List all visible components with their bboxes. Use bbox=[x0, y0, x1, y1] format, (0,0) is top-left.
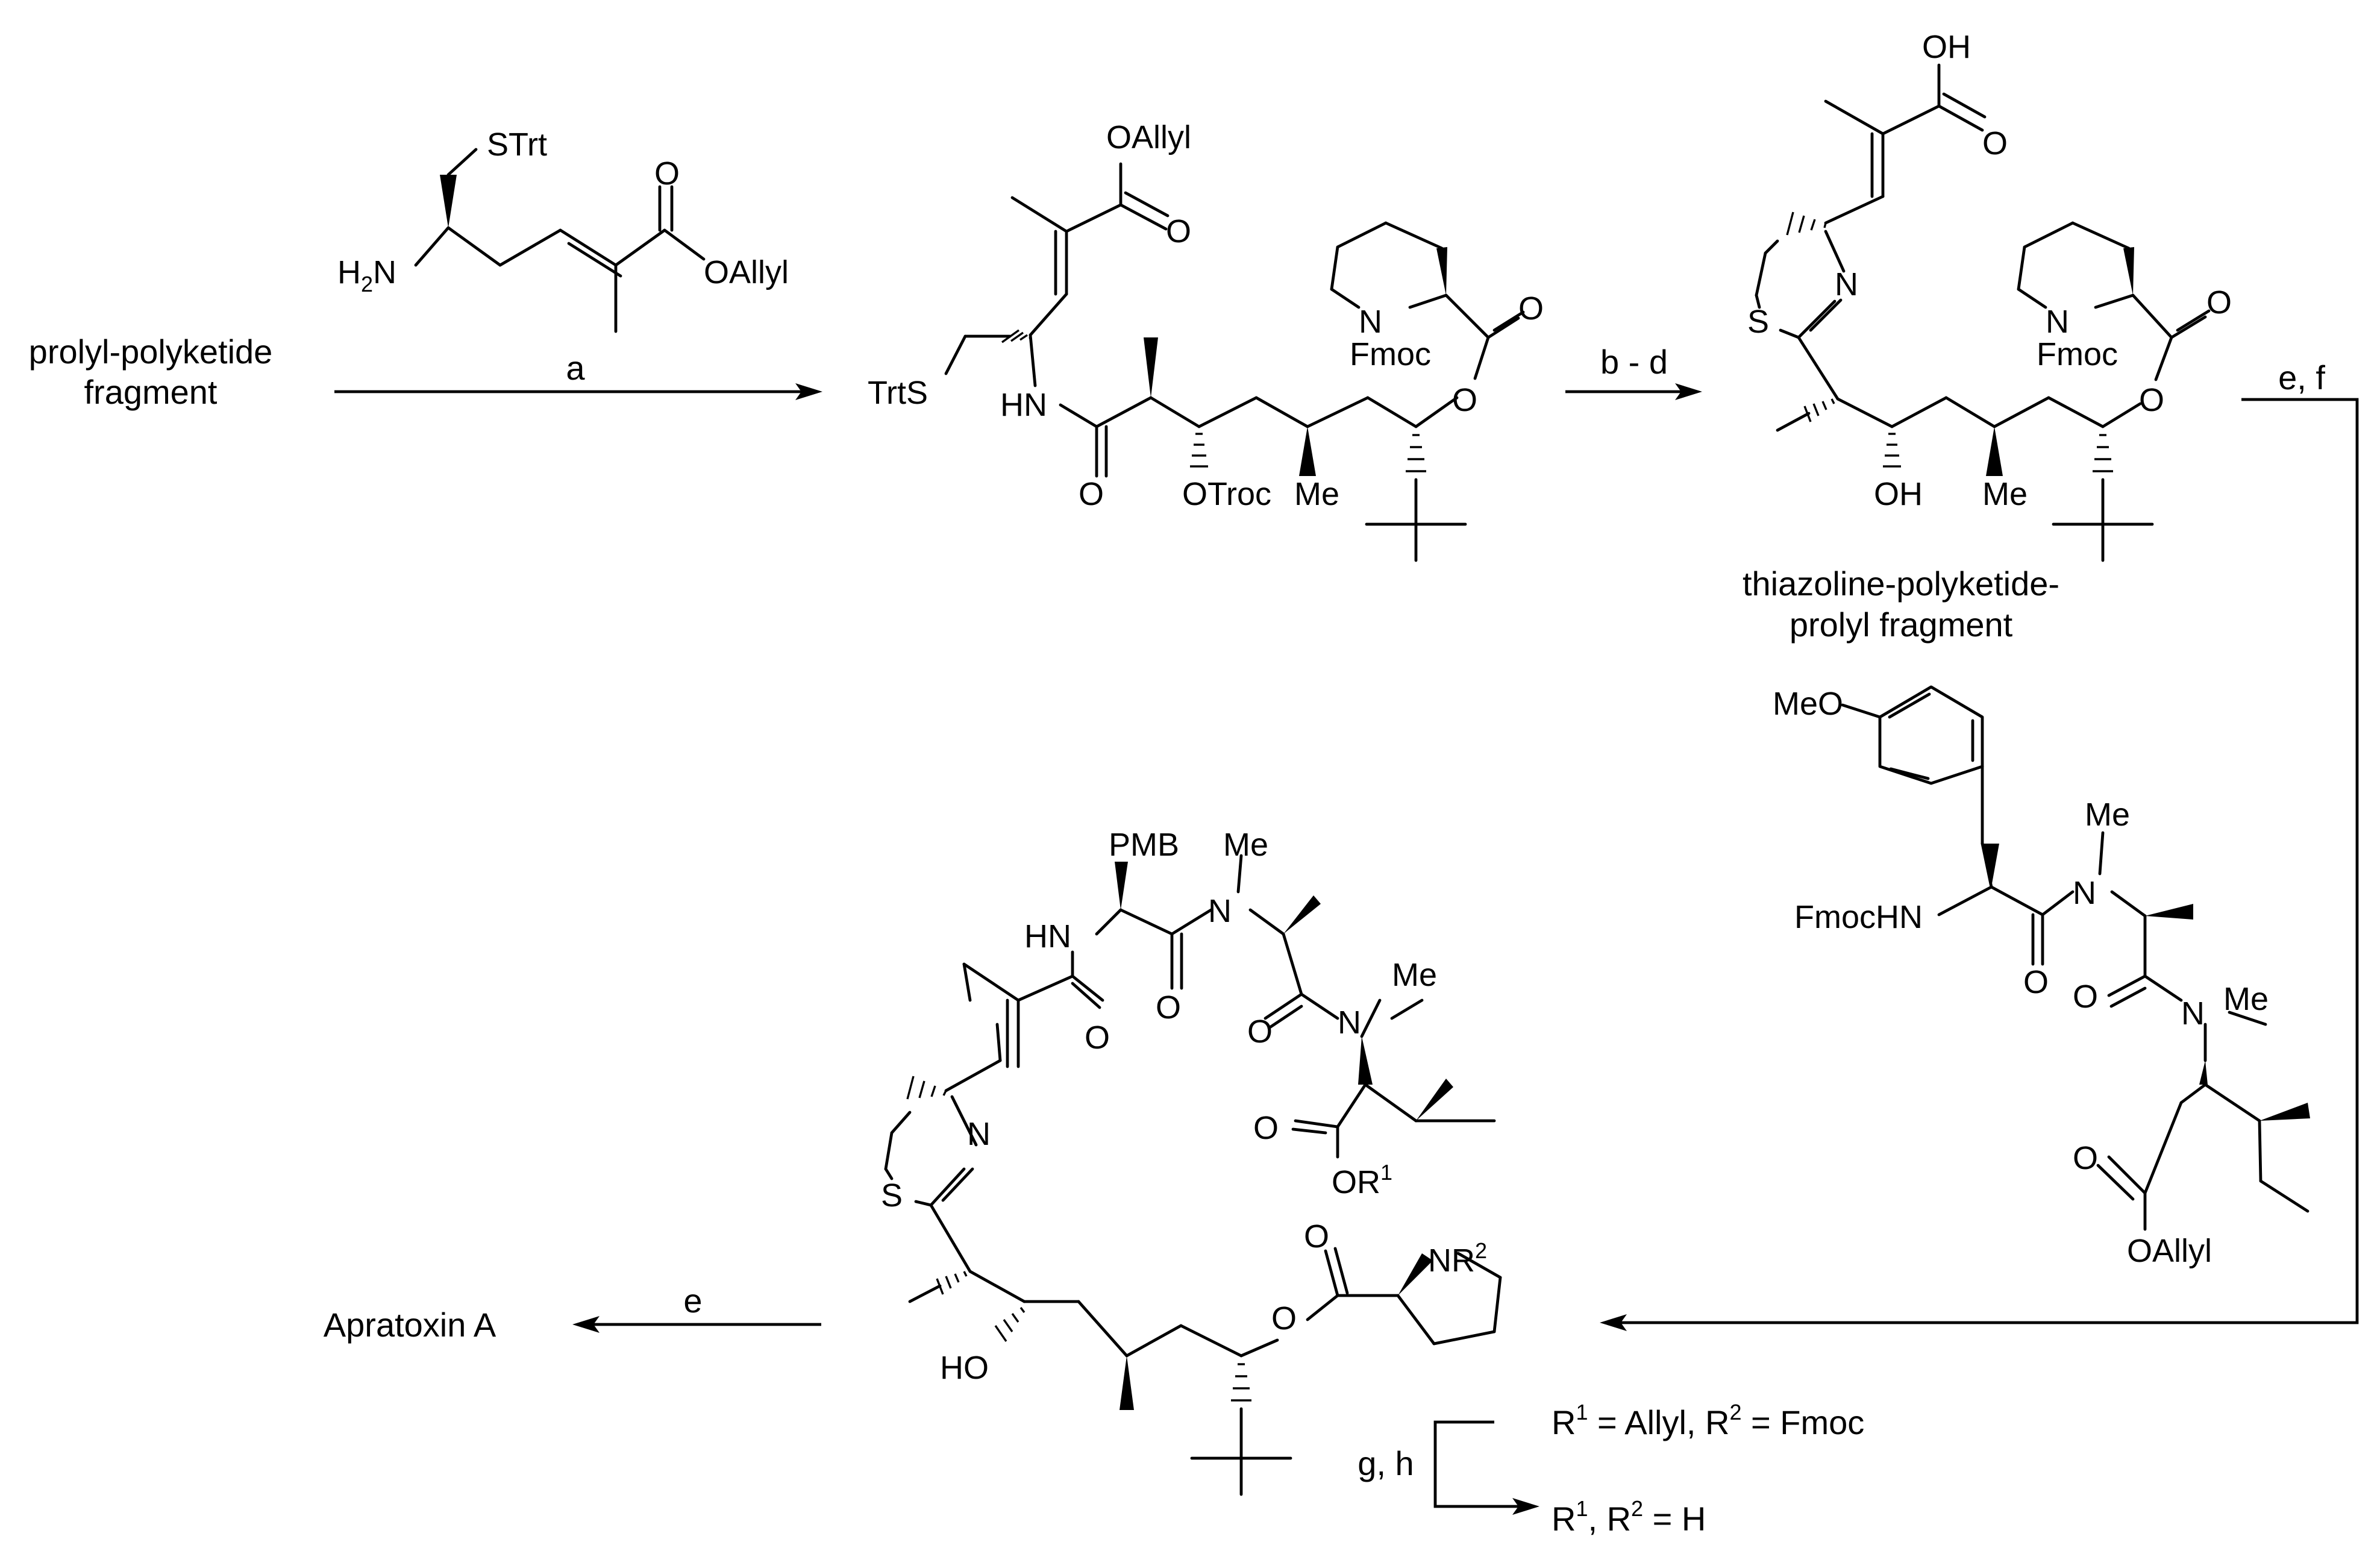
atom-OAllyl-int1: OAllyl bbox=[1106, 119, 1191, 155]
atom-O-amide2-tri: O bbox=[2073, 979, 2098, 1015]
atom-Me-int2: Me bbox=[1982, 476, 2028, 512]
atom-O-reagent: O bbox=[654, 155, 680, 192]
atom-O2-macro: O bbox=[1085, 1020, 1110, 1056]
thiazoline-label-line2: prolyl fragment bbox=[1790, 606, 2013, 644]
arrow-a bbox=[334, 383, 822, 400]
intermediate-2-structure bbox=[1755, 63, 2211, 562]
atom-O-carbonyl-int1: O bbox=[1518, 290, 1544, 327]
atom-N2-tri: N bbox=[2181, 995, 2205, 1032]
atom-O-acrylate-int1: O bbox=[1166, 213, 1191, 249]
atom-N-thiazoline: N bbox=[1835, 266, 1858, 302]
atom-O4-macro: O bbox=[1253, 1110, 1279, 1146]
reagent-g-h: g, h bbox=[1358, 1444, 1414, 1482]
atom-Me-int1: Me bbox=[1294, 476, 1339, 512]
atom-O-ester-int1: O bbox=[1452, 382, 1477, 418]
tripeptide-structure bbox=[1841, 685, 2310, 1231]
atom-O-ester-macro: O bbox=[1271, 1300, 1297, 1336]
atom-Fmoc-int2: Fmoc bbox=[2037, 336, 2118, 372]
atom-O-ester-int2: O bbox=[2139, 382, 2164, 418]
start-label-line2: fragment bbox=[84, 373, 218, 411]
atom-OAllyl-tri: OAllyl bbox=[2127, 1233, 2212, 1269]
atom-O-amide1-tri: O bbox=[2023, 964, 2049, 1000]
arrow-b-d bbox=[1565, 383, 1702, 400]
atom-TrtS: TrtS bbox=[868, 375, 928, 411]
reagent-e-f: e, f bbox=[2278, 359, 2325, 396]
atom-O-carbonyl-int2: O bbox=[2206, 284, 2232, 321]
atom-O-ester-tri: O bbox=[2073, 1140, 2098, 1176]
arrow-e bbox=[572, 1316, 821, 1333]
atom-OAllyl-reagent: OAllyl bbox=[704, 254, 789, 290]
condition-r-h: R1, R2 = H bbox=[1552, 1496, 1706, 1538]
atom-HN-macro: HN bbox=[1024, 918, 1071, 954]
atom-O3-macro: O bbox=[1247, 1014, 1273, 1050]
atom-N-proline-int2: N bbox=[2046, 304, 2069, 340]
arrow-g-h bbox=[1433, 1420, 1539, 1515]
atom-Fmoc-int1: Fmoc bbox=[1350, 336, 1431, 372]
atom-N1-macro: N bbox=[1208, 893, 1232, 929]
atom-Me2-tri: Me bbox=[2223, 981, 2269, 1017]
product-label: Apratoxin A bbox=[324, 1306, 496, 1344]
atom-Me1-macro: Me bbox=[1223, 827, 1268, 863]
condition-r1-allyl: R1 = Allyl, R2 = Fmoc bbox=[1552, 1400, 1864, 1441]
reagent-a: a bbox=[566, 349, 585, 387]
atom-HO-macro: HO bbox=[940, 1350, 989, 1386]
start-label-line1: prolyl-polyketide bbox=[29, 333, 273, 371]
macrocycle-structure bbox=[884, 854, 1502, 1496]
reagent-e: e bbox=[683, 1282, 702, 1320]
reagent-b-d: b - d bbox=[1600, 343, 1668, 381]
atom-OR1: OR1 bbox=[1332, 1160, 1392, 1200]
atom-OH-int2: OH bbox=[1874, 476, 1923, 512]
atom-S-thiazoline: S bbox=[1747, 304, 1769, 340]
atom-O-carbonyl-macro: O bbox=[1304, 1218, 1329, 1255]
intermediate-1-structure bbox=[944, 162, 1525, 562]
atom-OTroc: OTroc bbox=[1182, 476, 1271, 512]
atom-FmocHN: FmocHN bbox=[1794, 899, 1923, 935]
atom-N-thiazoline-macro: N bbox=[967, 1116, 991, 1152]
atom-N2-macro: N bbox=[1338, 1004, 1361, 1041]
amine-reagent-structure bbox=[414, 148, 706, 333]
atom-O1-macro: O bbox=[1156, 989, 1181, 1026]
atom-N1-tri: N bbox=[2073, 875, 2096, 911]
atom-N-proline-int1: N bbox=[1359, 304, 1382, 340]
atom-S-thiazoline-macro: S bbox=[881, 1177, 903, 1214]
atom-MeO: MeO bbox=[1773, 686, 1843, 722]
atom-H2N: H2N bbox=[337, 254, 396, 296]
atom-NR2: NR2 bbox=[1428, 1238, 1487, 1279]
atom-HN-int1: HN bbox=[1000, 387, 1047, 423]
atom-Me2-macro: Me bbox=[1392, 957, 1437, 993]
atom-STrt: STrt bbox=[487, 127, 547, 163]
atom-OH-acid: OH bbox=[1922, 29, 1971, 65]
atom-PMB: PMB bbox=[1109, 827, 1179, 863]
atom-O-acid: O bbox=[1982, 125, 2008, 161]
atom-O-amide-int1: O bbox=[1079, 476, 1104, 512]
thiazoline-label-line1: thiazoline-polyketide- bbox=[1743, 565, 2059, 603]
atom-Me1-tri: Me bbox=[2085, 797, 2130, 833]
arrow-e-f bbox=[1600, 398, 2359, 1331]
